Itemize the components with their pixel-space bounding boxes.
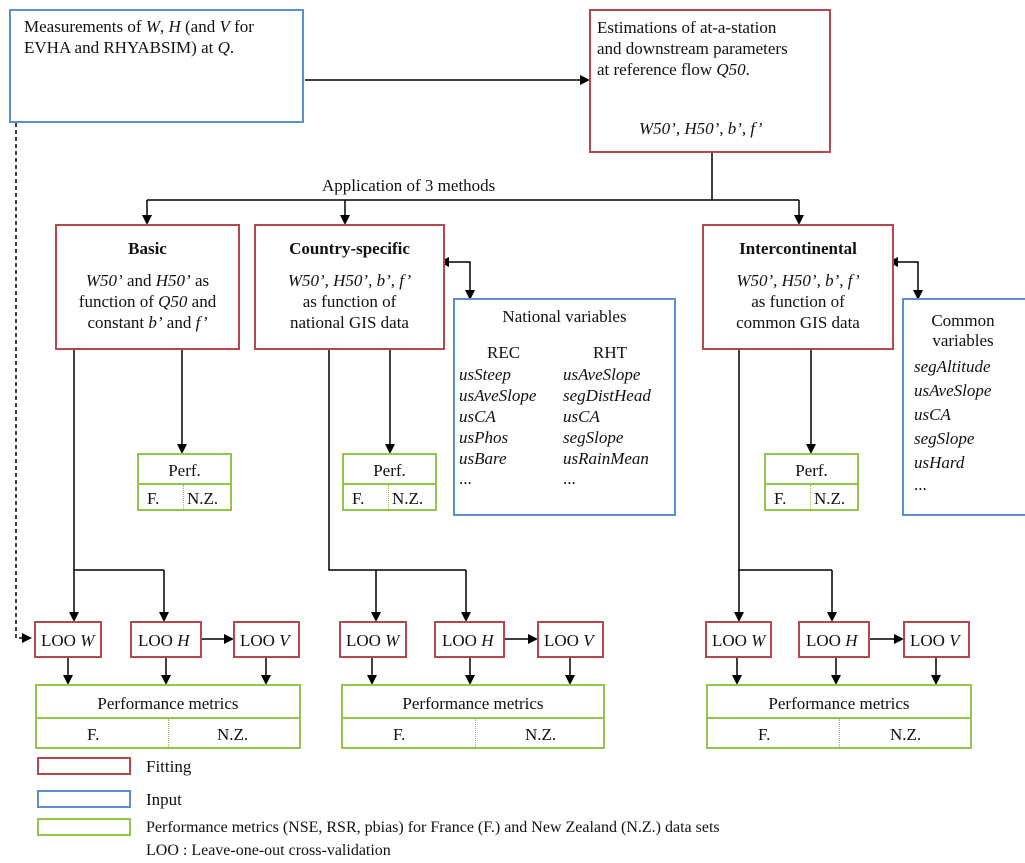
intercontinental-perf-box: Perf. F. N.Z. bbox=[764, 453, 859, 511]
inter-performance-metrics: Performance metrics F. N.Z. bbox=[706, 684, 972, 749]
perf-nz: N.Z. bbox=[392, 489, 424, 508]
arrow-country-national-vars bbox=[439, 257, 475, 300]
dashed-arrow-input-to-loo bbox=[15, 88, 32, 643]
perf-metrics-title: Performance metrics bbox=[402, 694, 544, 713]
line-country-loo bbox=[328, 350, 466, 571]
perf-metrics-nz: N.Z. bbox=[525, 725, 557, 744]
rht-var: usAveSlope bbox=[563, 365, 641, 384]
legend-input-swatch bbox=[37, 790, 131, 808]
arrow-inter-common-vars bbox=[888, 257, 923, 300]
basic-line3: constant b’ and f’ bbox=[87, 313, 208, 332]
country-method-box: Country-specific W50’, H50’, b’, f’ as f… bbox=[254, 224, 445, 350]
intercontinental-line3: common GIS data bbox=[736, 313, 860, 332]
inter-loo-v: LOO V bbox=[903, 621, 970, 658]
rht-var: segDistHead bbox=[563, 386, 651, 405]
perf-metrics-f: F. bbox=[758, 725, 771, 744]
basic-perf-box: Perf. F. N.Z. bbox=[137, 453, 232, 511]
rec-var: usPhos bbox=[459, 428, 509, 447]
country-perf-box: Perf. F. N.Z. bbox=[342, 453, 437, 511]
common-var: usAveSlope bbox=[914, 381, 992, 400]
common-var: segAltitude bbox=[914, 357, 991, 376]
intercontinental-title: Intercontinental bbox=[739, 239, 857, 258]
perf-metrics-nz: N.Z. bbox=[890, 725, 922, 744]
perf-metrics-f: F. bbox=[393, 725, 406, 744]
legend-fitting-label: Fitting bbox=[146, 757, 192, 776]
country-loo-v: LOO V bbox=[537, 621, 604, 658]
rec-var: usBare bbox=[459, 449, 507, 468]
country-params: W50’, H50’, b’, f’ bbox=[287, 271, 412, 290]
perf-title: Perf. bbox=[168, 461, 201, 480]
perf-f: F. bbox=[147, 489, 160, 508]
perf-nz: N.Z. bbox=[814, 489, 846, 508]
perf-metrics-title: Performance metrics bbox=[768, 694, 910, 713]
perf-metrics-title: Performance metrics bbox=[97, 694, 239, 713]
input-measurements-box: Measurements of W, H (and V for EVHA and… bbox=[9, 9, 304, 123]
perf-nz: N.Z. bbox=[187, 489, 219, 508]
rht-header: RHT bbox=[593, 343, 627, 362]
estimation-line2: and downstream parameters bbox=[597, 39, 788, 58]
legend-fitting-swatch bbox=[37, 757, 131, 775]
rht-var: usCA bbox=[563, 407, 600, 426]
intercontinental-line2: as function of bbox=[751, 292, 845, 311]
legend-performance-swatch bbox=[37, 818, 131, 836]
common-vars-title2: variables bbox=[932, 331, 994, 350]
perf-f: F. bbox=[774, 489, 787, 508]
country-line2: as function of bbox=[302, 292, 397, 311]
estimation-params: W50’, H50’, b’, f’ bbox=[639, 119, 763, 138]
estimation-box: Estimations of at-a-station and downstre… bbox=[589, 9, 831, 153]
input-line1: Measurements of W, H (and V for bbox=[24, 17, 254, 36]
rec-var: usCA bbox=[459, 407, 496, 426]
intercontinental-params: W50’, H50’, b’, f’ bbox=[736, 271, 860, 290]
country-performance-metrics: Performance metrics F. N.Z. bbox=[341, 684, 605, 749]
rht-var: segSlope bbox=[563, 428, 624, 447]
inter-loo-h: LOO H bbox=[798, 621, 870, 658]
legend-input-label: Input bbox=[146, 790, 182, 809]
rec-var: usAveSlope bbox=[459, 386, 537, 405]
inter-loo-w: LOO W bbox=[705, 621, 772, 658]
basic-performance-metrics: Performance metrics F. N.Z. bbox=[35, 684, 301, 749]
country-loo-h: LOO H bbox=[434, 621, 505, 658]
basic-line1: W50’ and H50’ as bbox=[85, 271, 210, 290]
basic-method-box: Basic W50’ and H50’ as function of Q50 a… bbox=[55, 224, 240, 350]
basic-loo-w: LOO W bbox=[34, 621, 102, 658]
common-var: ... bbox=[914, 475, 927, 494]
perf-title: Perf. bbox=[795, 461, 828, 480]
perf-metrics-f: F. bbox=[87, 725, 100, 744]
basic-loo-h: LOO H bbox=[130, 621, 202, 658]
common-var: segSlope bbox=[914, 429, 975, 448]
legend-performance-label: Performance metrics (NSE, RSR, pbias) fo… bbox=[146, 819, 720, 836]
basic-title: Basic bbox=[128, 239, 167, 258]
perf-metrics-nz: N.Z. bbox=[217, 725, 249, 744]
rec-header: REC bbox=[487, 343, 521, 362]
intercontinental-method-box: Intercontinental W50’, H50’, b’, f’ as f… bbox=[702, 224, 894, 350]
legend-loo-label: LOO : Leave-one-out cross-validation bbox=[146, 842, 391, 859]
estimation-line1: Estimations of at-a-station bbox=[597, 18, 777, 37]
national-vars-title: National variables bbox=[502, 307, 627, 326]
basic-loo-v: LOO V bbox=[233, 621, 300, 658]
rec-var: ... bbox=[459, 469, 472, 488]
rec-var: usSteep bbox=[459, 365, 511, 384]
input-line2: EVHA and RHYABSIM) at Q. bbox=[24, 38, 235, 57]
country-loo-w: LOO W bbox=[339, 621, 407, 658]
country-title: Country-specific bbox=[289, 239, 410, 258]
national-variables-box: National variables REC RHT usSteep usAve… bbox=[453, 298, 676, 516]
rht-var: ... bbox=[563, 469, 576, 488]
country-line3: national GIS data bbox=[290, 313, 409, 332]
common-vars-title1: Common bbox=[931, 311, 995, 330]
estimation-line3: at reference flow Q50. bbox=[597, 60, 750, 79]
perf-f: F. bbox=[352, 489, 365, 508]
application-label: Application of 3 methods bbox=[322, 176, 496, 195]
common-variables-box: Common variables segAltitude usAveSlope … bbox=[902, 298, 1025, 516]
rht-var: usRainMean bbox=[563, 449, 649, 468]
perf-title: Perf. bbox=[373, 461, 406, 480]
basic-line2: function of Q50 and bbox=[78, 292, 217, 311]
common-var: usCA bbox=[914, 405, 951, 424]
common-var: usHard bbox=[914, 453, 965, 472]
